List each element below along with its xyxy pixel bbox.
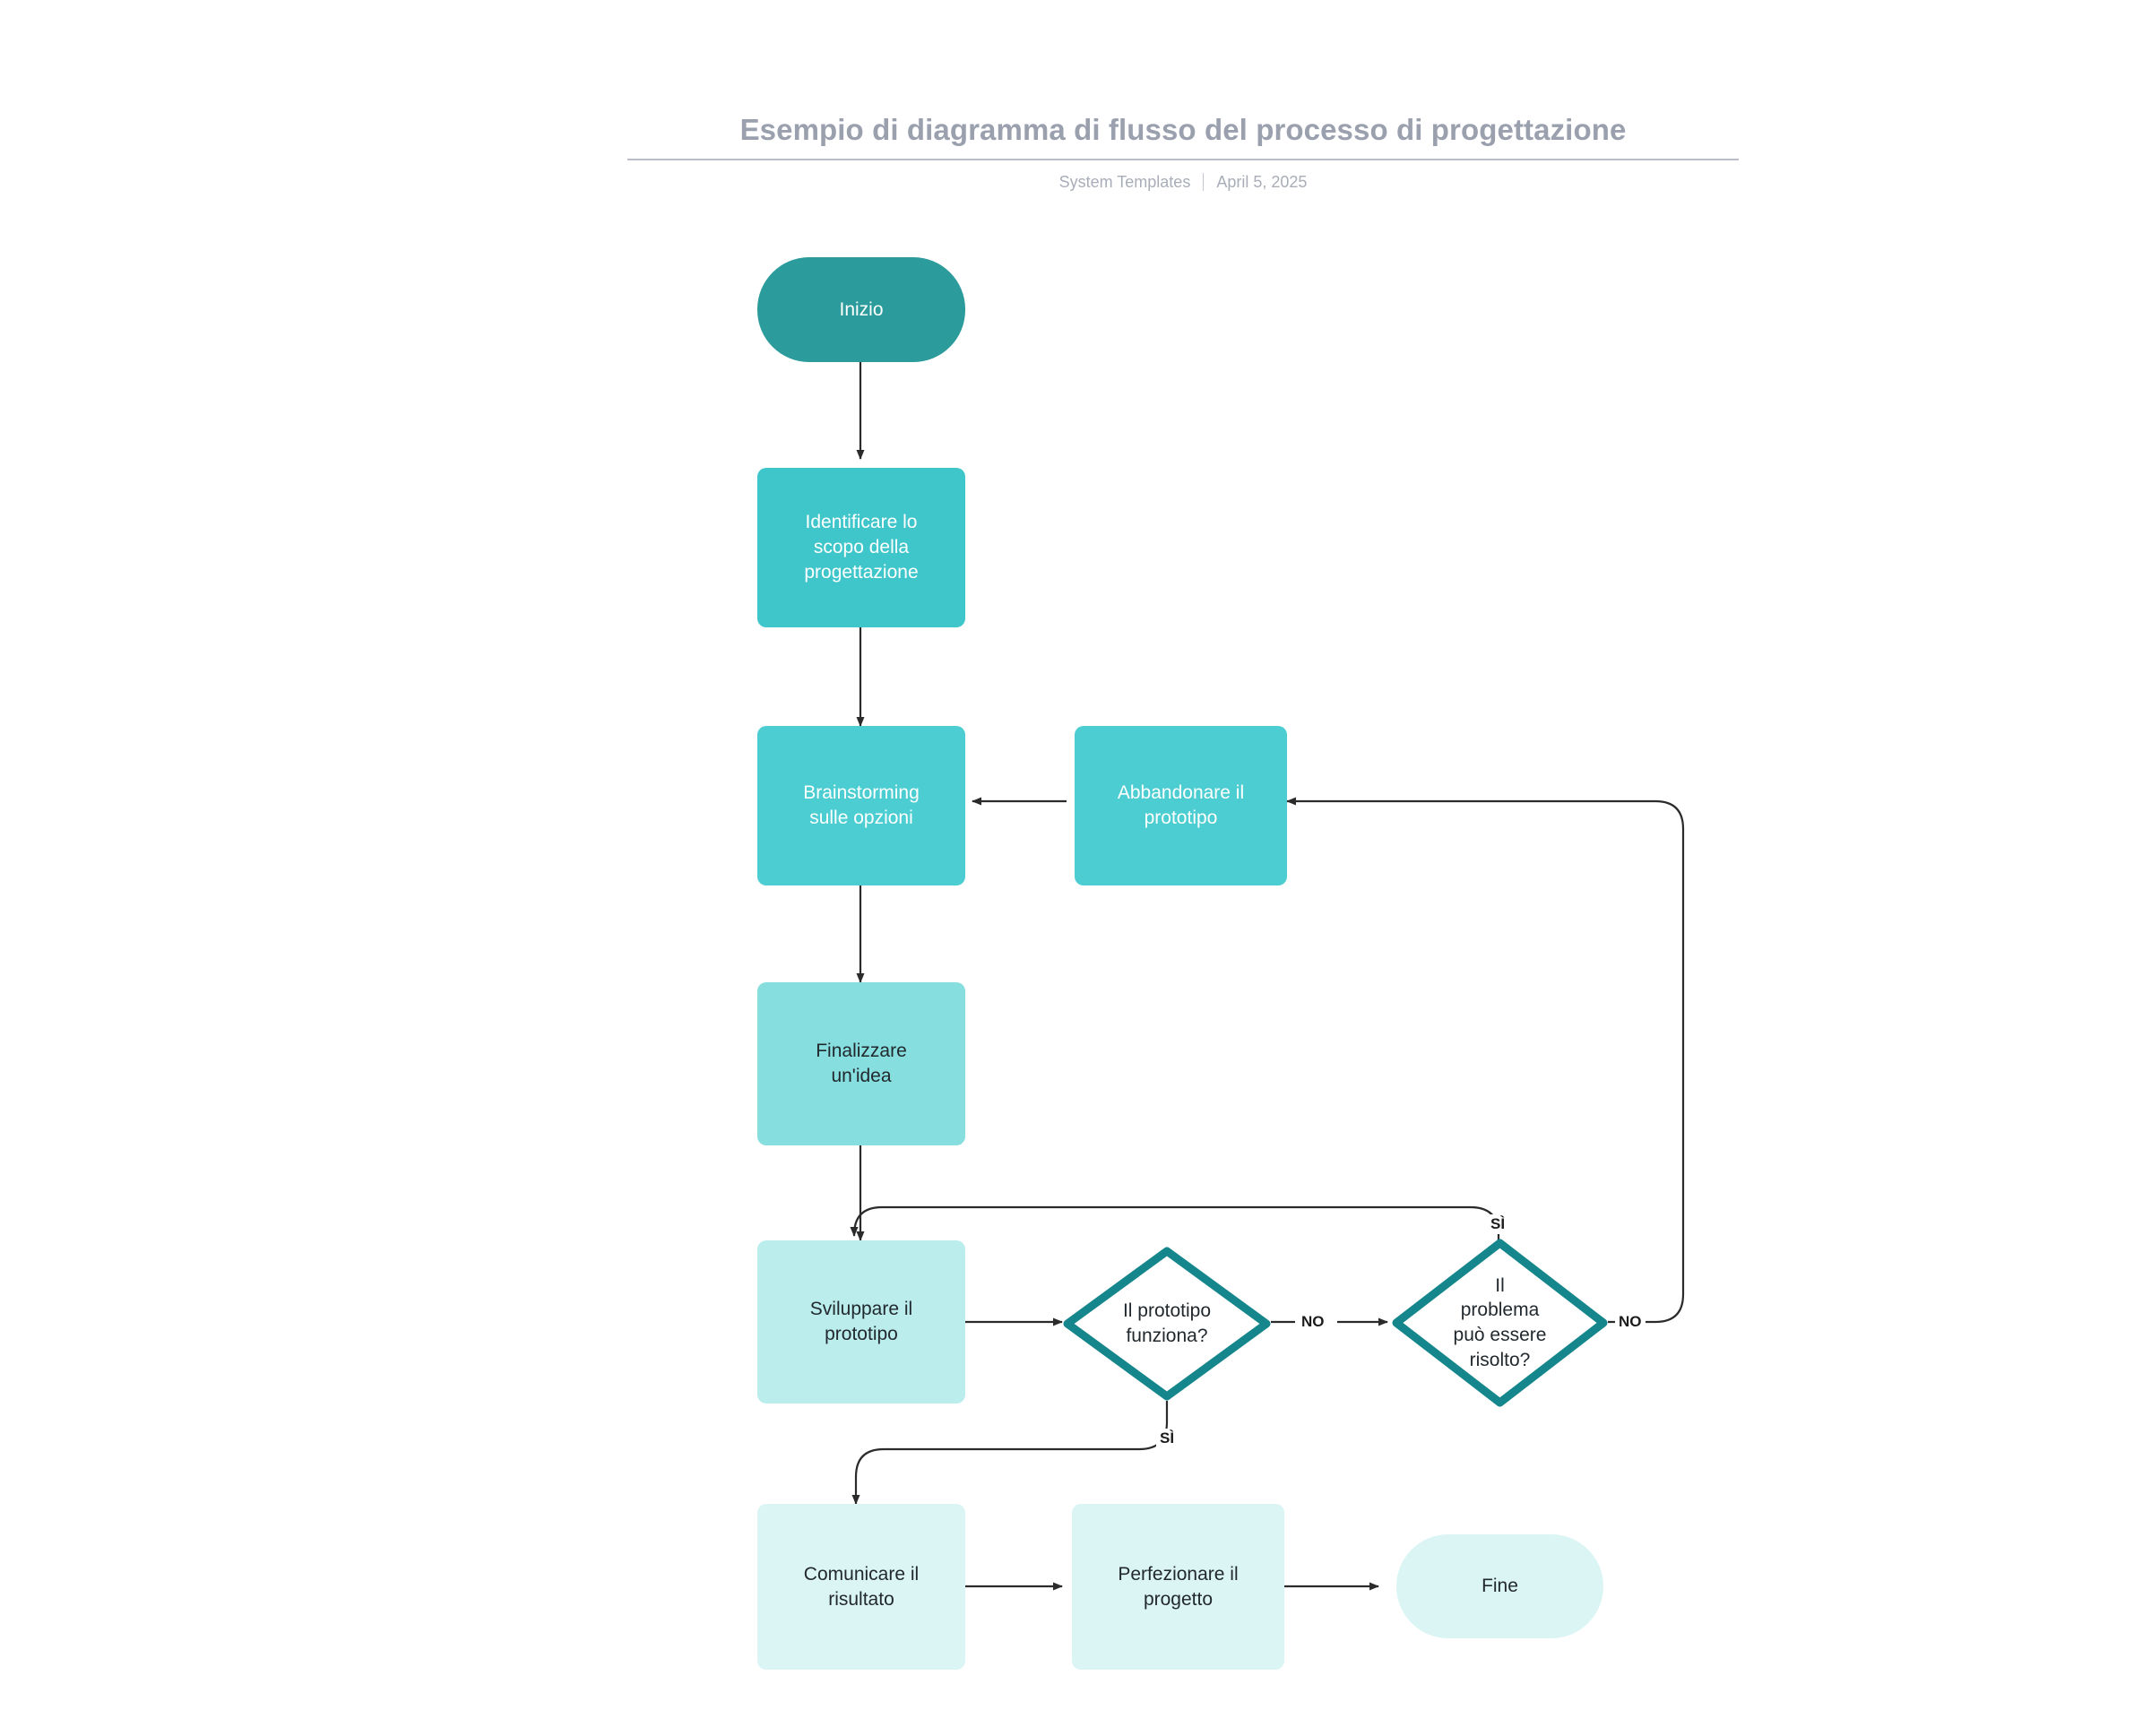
node-decision-problema-risolto[interactable]: Il problema può essere risolto? [1391, 1238, 1609, 1408]
title-divider [627, 158, 1739, 160]
node-inizio-label: Inizio [839, 298, 884, 320]
edge-label-funziona-no: NO [1298, 1312, 1328, 1332]
node-finalizzare-idea[interactable]: Finalizzare un'idea [757, 982, 965, 1145]
node-fine-label: Fine [1482, 1576, 1518, 1597]
node-comunicare-risultato-label: Comunicare il risultato [803, 1563, 920, 1610]
edge-label-risolto-no: NO [1615, 1312, 1646, 1332]
node-perfezionare-progetto-label: Perfezionare il progetto [1118, 1563, 1239, 1610]
subtitle-divider [1203, 173, 1205, 192]
node-abbandonare-prototipo-label: Abbandonare il prototipo [1117, 782, 1245, 828]
document-header: Esempio di diagramma di flusso del proce… [627, 112, 1739, 192]
edge-risolto-abbandonare [1286, 797, 1685, 1324]
document-subtitle: System Templates April 5, 2025 [627, 173, 1739, 192]
date-label: April 5, 2025 [1216, 172, 1308, 191]
node-decision-prototipo-funziona[interactable]: Il prototipo funziona? [1062, 1246, 1272, 1402]
node-comunicare-risultato[interactable]: Comunicare il risultato [757, 1504, 965, 1670]
node-sviluppare-prototipo-label: Sviluppare il prototipo [809, 1299, 913, 1344]
node-decision-problema-risolto-label: Il problema può essere risolto? [1453, 1274, 1547, 1370]
node-decision-prototipo-funziona-label: Il prototipo funziona? [1122, 1300, 1212, 1346]
node-fine[interactable]: Fine [1396, 1534, 1603, 1638]
node-finalizzare-idea-label: Finalizzare un'idea [816, 1041, 907, 1086]
node-identificare-scopo-label: Identificare lo scopo della progettazion… [804, 512, 919, 583]
edge-label-funziona-si: SÌ [1156, 1429, 1179, 1448]
node-identificare-scopo[interactable]: Identificare lo scopo della progettazion… [757, 468, 965, 627]
page-title: Esempio di diagramma di flusso del proce… [739, 113, 1627, 146]
node-brainstorming-label: Brainstorming sulle opzioni [803, 782, 920, 828]
node-brainstorming[interactable]: Brainstorming sulle opzioni [757, 726, 965, 885]
author-label: System Templates [1058, 172, 1191, 191]
node-sviluppare-prototipo[interactable]: Sviluppare il prototipo [757, 1240, 965, 1403]
edge-label-risolto-si: SÌ [1487, 1214, 1509, 1234]
node-abbandonare-prototipo[interactable]: Abbandonare il prototipo [1075, 726, 1287, 885]
decision-diamond-shape [1392, 1239, 1608, 1407]
edge-funziona-comunicare [851, 1401, 1169, 1505]
decision-diamond-shape [1063, 1247, 1271, 1401]
node-perfezionare-progetto[interactable]: Perfezionare il progetto [1072, 1504, 1284, 1670]
node-inizio[interactable]: Inizio [757, 257, 965, 362]
